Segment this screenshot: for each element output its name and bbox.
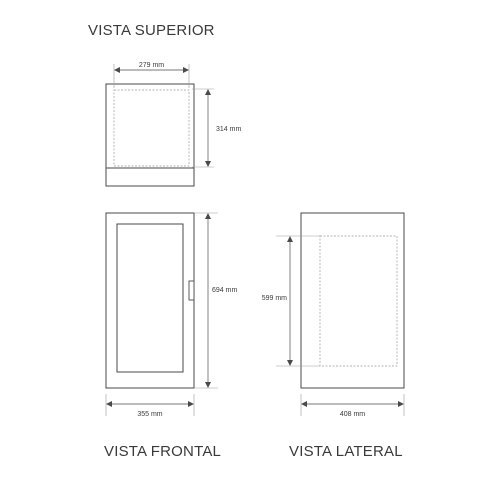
top-view-inner-dashed (113, 89, 190, 167)
front-height-label: 694 mm (212, 287, 237, 294)
front-view-glass-door (116, 223, 184, 373)
door-handle (188, 280, 195, 301)
side-view-title: VISTA LATERAL (289, 443, 403, 460)
side-view-inner-dashed (319, 235, 398, 367)
side-view-outline (300, 212, 405, 389)
front-view-title: VISTA FRONTAL (104, 443, 222, 460)
side-depth-label: 408 mm (340, 411, 365, 418)
side-view: 599 mm 408 mm (262, 212, 405, 418)
front-width-label: 355 mm (137, 411, 162, 418)
top-depth-label: 314 mm (216, 126, 241, 133)
front-view-outline (105, 212, 195, 389)
top-view-title: VISTA SUPERIOR (88, 22, 215, 39)
top-width-label: 279 mm (139, 62, 164, 69)
top-view-outline (105, 83, 195, 187)
front-view: 694 mm 355 mm (105, 212, 237, 418)
side-inner-height-label: 599 mm (262, 295, 287, 302)
top-view: 279 mm 314 mm (105, 62, 241, 187)
